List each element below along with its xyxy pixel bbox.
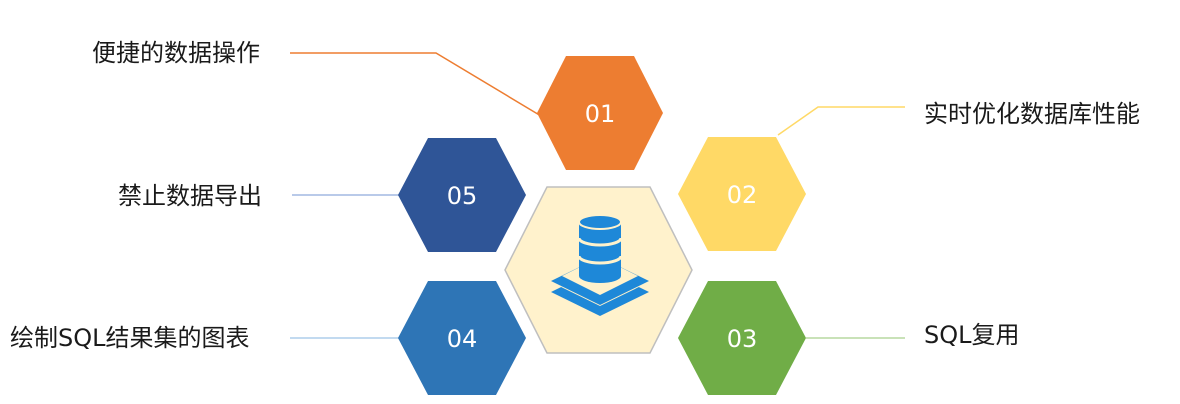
- feature-label-03: SQL复用: [924, 321, 1020, 349]
- hexagon-01: 01: [537, 56, 663, 170]
- hexagon-04: 04: [398, 281, 526, 395]
- hexagon-01-number: 01: [585, 100, 616, 128]
- connector-line-01: [290, 52, 542, 117]
- hexagon-02-number: 02: [727, 181, 758, 209]
- connector-line-02: [777, 106, 905, 136]
- hexagon-05-number: 05: [447, 182, 478, 210]
- feature-label-04: 绘制SQL结果集的图表: [10, 324, 250, 352]
- hexagon-04-number: 04: [447, 325, 478, 353]
- feature-label-05: 禁止数据导出: [118, 182, 262, 210]
- feature-label-01: 便捷的数据操作: [92, 39, 260, 67]
- database-icon: [551, 214, 649, 316]
- feature-label-02: 实时优化数据库性能: [924, 100, 1140, 128]
- hexagon-02: 02: [678, 137, 806, 251]
- hexagon-05: 05: [398, 138, 526, 252]
- hexagon-03-number: 03: [727, 325, 758, 353]
- hexagon-03: 03: [678, 281, 806, 395]
